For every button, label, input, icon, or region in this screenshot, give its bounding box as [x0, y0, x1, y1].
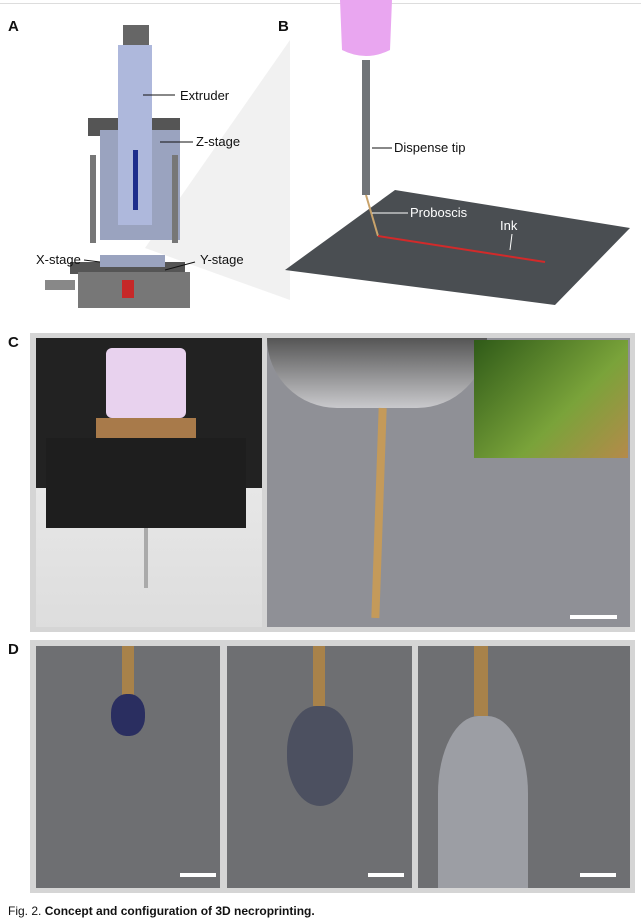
scale-bar — [368, 873, 404, 877]
panel-c-frame — [30, 333, 635, 632]
scale-bar — [180, 873, 216, 877]
label-dispense-tip: Dispense tip — [394, 140, 466, 155]
label-ink: Ink — [500, 218, 518, 233]
label-extruder: Extruder — [180, 88, 230, 103]
inset-mosquito-photo — [474, 340, 628, 458]
panel-label-a: A — [8, 18, 19, 35]
panel-label-d: D — [8, 641, 19, 658]
panel-b-printing-diagram — [285, 0, 630, 305]
panel-a-printer-diagram — [45, 25, 290, 308]
droplet-photo-1 — [36, 646, 220, 888]
caption-title: Concept and configuration of 3D necropri… — [44, 904, 315, 918]
panel-label-c: C — [8, 334, 19, 351]
photo-printer-head — [36, 338, 262, 627]
top-rule — [0, 3, 641, 4]
panel-d-frame — [30, 640, 635, 893]
caption-prefix: Fig. 2. — [8, 904, 42, 918]
label-y-stage: Y-stage — [200, 252, 244, 267]
figure-caption: Fig. 2. Concept and configuration of 3D … — [8, 904, 315, 918]
scale-bar — [570, 615, 617, 619]
droplet-photo-3 — [418, 646, 630, 888]
droplet-photo-2 — [227, 646, 412, 888]
label-z-stage: Z-stage — [196, 134, 241, 149]
panel-label-b: B — [278, 18, 289, 35]
scale-bar — [580, 873, 616, 877]
label-x-stage: X-stage — [36, 252, 81, 267]
label-proboscis: Proboscis — [410, 205, 468, 220]
